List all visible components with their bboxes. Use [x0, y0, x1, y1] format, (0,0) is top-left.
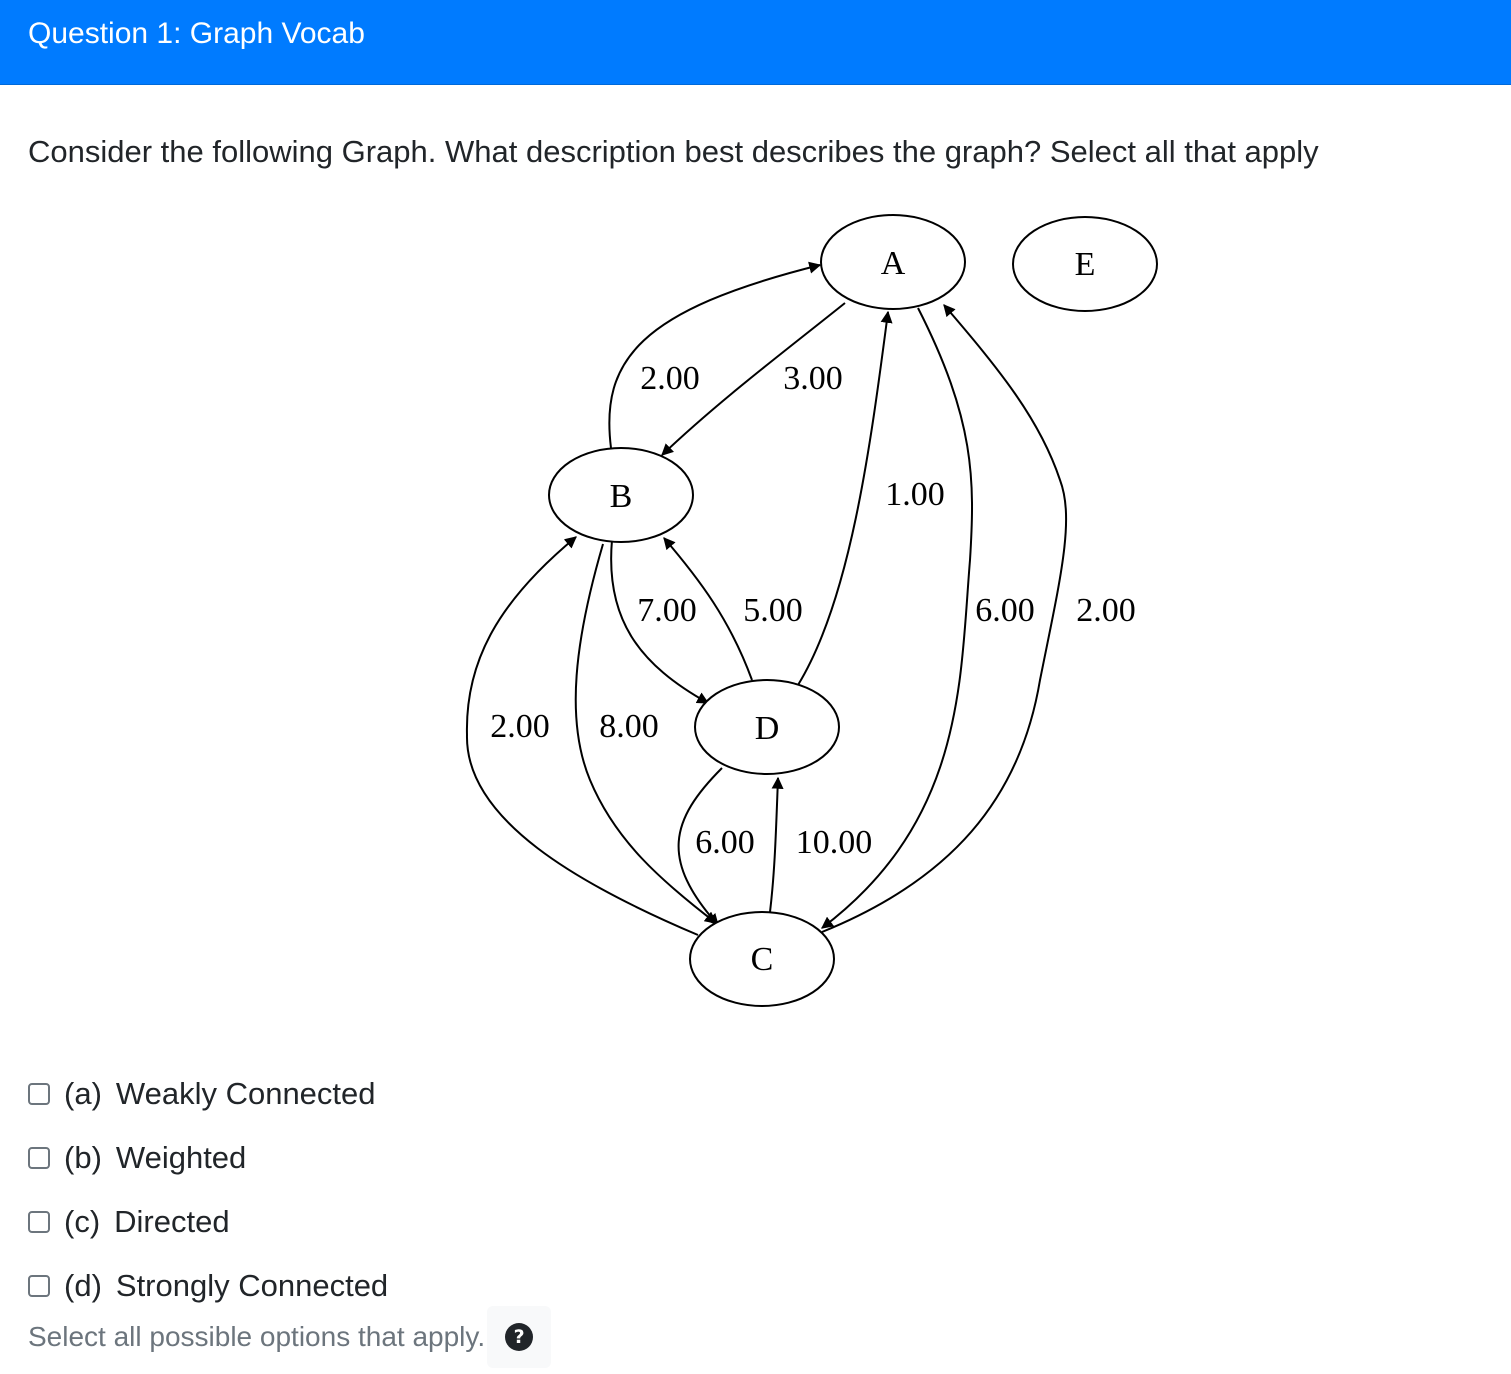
edge-label-b-d: 7.00 [637, 592, 697, 629]
help-text: Select all possible options that apply. [28, 1321, 486, 1352]
option-letter: (a) [64, 1076, 102, 1111]
help-row: Select all possible options that apply. … [28, 1306, 552, 1368]
answer-options: (a) Weakly Connected (b) Weighted (c) Di… [28, 1062, 388, 1318]
edge-b-to-c [574, 543, 717, 924]
edge-label-b-c: 8.00 [599, 708, 659, 745]
edge-d-to-b [663, 537, 753, 681]
option-label: Weakly Connected [115, 1076, 376, 1111]
edge-label-c-a: 2.00 [1076, 592, 1136, 629]
graph-figure: A E B D C 2.00 3.00 1.00 6.00 2.00 7.00 … [460, 205, 1180, 1015]
edge-label-a-c: 6.00 [975, 592, 1035, 629]
option-label: Directed [114, 1204, 230, 1239]
node-c-label: C [751, 941, 774, 978]
edge-d-to-c [677, 767, 723, 926]
edge-label-d-a: 1.00 [885, 476, 945, 513]
question-header: Question 1: Graph Vocab [0, 0, 1511, 85]
question-prompt: Consider the following Graph. What descr… [28, 134, 1319, 169]
edge-label-a-b: 3.00 [783, 360, 843, 397]
edge-label-d-c: 6.00 [695, 824, 755, 861]
graph-svg: A E B D C 2.00 3.00 1.00 6.00 2.00 7.00 … [465, 214, 1158, 1007]
node-e-label: E [1075, 246, 1096, 283]
edge-label-c-b: 2.00 [490, 708, 550, 745]
option-directed[interactable]: (c) Directed [28, 1190, 388, 1254]
question-circle-icon: ? [505, 1323, 534, 1351]
checkbox-weakly-connected[interactable] [28, 1083, 50, 1105]
checkbox-weighted[interactable] [28, 1147, 50, 1169]
node-a [820, 214, 966, 310]
edge-label-b-a: 2.00 [640, 360, 700, 397]
edge-d-to-a [797, 310, 893, 686]
option-weakly-connected[interactable]: (a) Weakly Connected [28, 1062, 388, 1126]
option-weighted[interactable]: (b) Weighted [28, 1126, 388, 1190]
edge-label-d-b: 5.00 [743, 592, 803, 629]
checkbox-strongly-connected[interactable] [28, 1275, 50, 1297]
question-title: Question 1: Graph Vocab [28, 17, 365, 50]
option-strongly-connected[interactable]: (d) Strongly Connected [28, 1254, 388, 1318]
node-c [689, 911, 835, 1007]
node-e [1012, 216, 1158, 312]
edge-b-to-a [608, 261, 822, 449]
node-a-label: A [881, 245, 906, 282]
option-letter: (d) [64, 1268, 102, 1303]
help-button[interactable]: ? [487, 1306, 552, 1368]
edge-b-to-d [610, 539, 710, 704]
edge-label-c-d: 10.00 [796, 824, 873, 861]
option-letter: (b) [64, 1140, 102, 1175]
edge-c-to-b [465, 536, 699, 936]
edge-a-to-c [821, 307, 974, 929]
node-b [548, 447, 694, 543]
node-d [694, 679, 840, 775]
checkbox-directed[interactable] [28, 1211, 50, 1233]
option-label: Strongly Connected [115, 1268, 389, 1303]
edge-c-to-d [769, 776, 784, 913]
edge-a-to-b [661, 302, 846, 456]
option-label: Weighted [115, 1140, 247, 1175]
edge-c-to-a [821, 304, 1068, 933]
node-b-label: B [610, 478, 633, 515]
option-letter: (c) [64, 1204, 101, 1239]
node-d-label: D [755, 710, 780, 747]
